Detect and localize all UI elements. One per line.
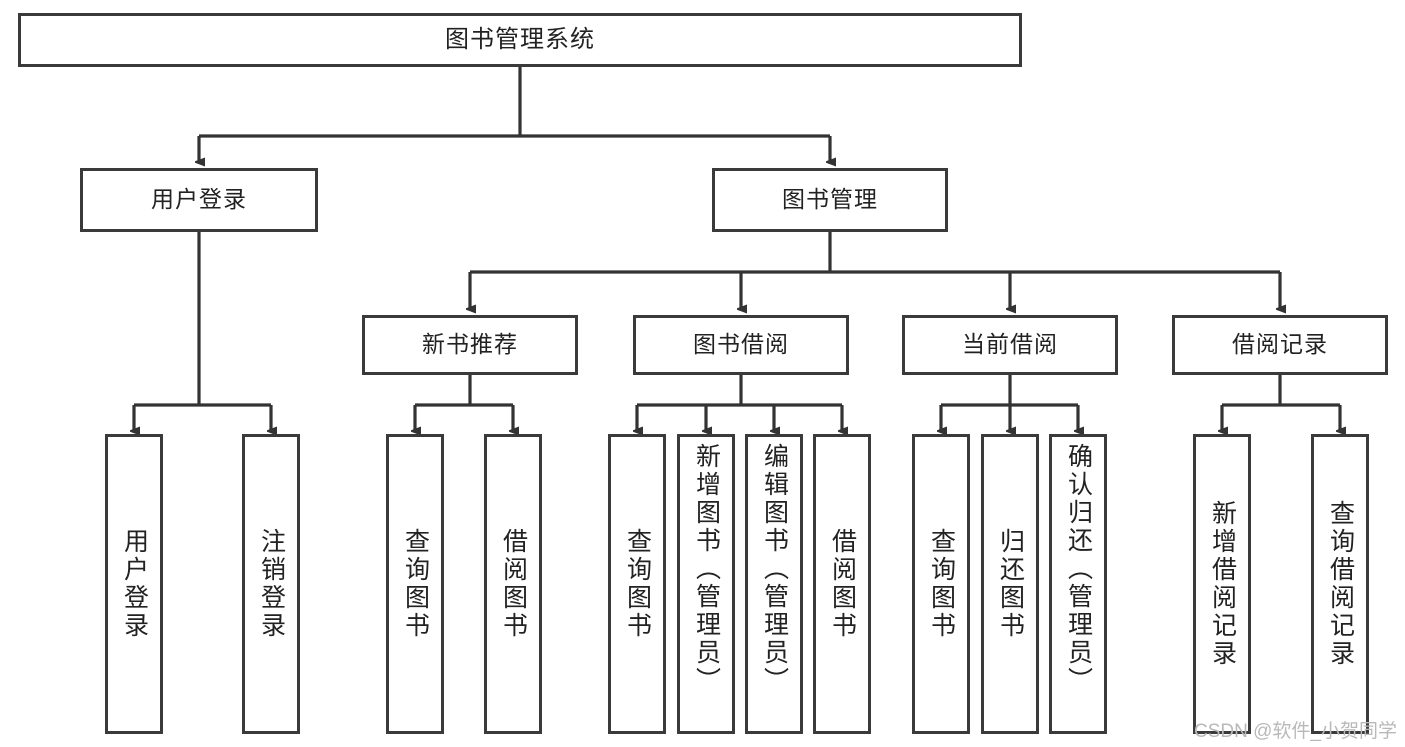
node-current-borrow-label: 当前借阅 [962, 331, 1058, 358]
node-book-borrow-label: 图书借阅 [693, 331, 789, 358]
node-new-book-recommend[interactable]: 新书推荐 [362, 315, 578, 375]
leaf-query-book-2[interactable]: 查询图书 [608, 434, 666, 734]
leaf-return-book[interactable]: 归还图书 [981, 434, 1039, 734]
node-user-login[interactable]: 用户登录 [80, 168, 318, 232]
leaf-query-book-3[interactable]: 查询图书 [912, 434, 970, 734]
leaf-query-book-1-label: 查询图书 [401, 528, 430, 640]
leaf-borrow-book-2-label: 借阅图书 [828, 528, 857, 640]
node-root[interactable]: 图书管理系统 [18, 13, 1022, 67]
leaf-user-logout-label: 注销登录 [257, 528, 286, 640]
leaf-confirm-return[interactable]: 确认归还（管理员） [1049, 434, 1107, 734]
leaf-add-book[interactable]: 新增图书（管理员） [677, 434, 735, 734]
node-root-label: 图书管理系统 [445, 25, 595, 53]
node-book-borrow[interactable]: 图书借阅 [633, 315, 849, 375]
leaf-edit-book-label: 编辑图书（管理员） [760, 443, 789, 695]
node-current-borrow[interactable]: 当前借阅 [902, 315, 1118, 375]
node-new-book-recommend-label: 新书推荐 [422, 331, 518, 358]
node-book-manage[interactable]: 图书管理 [712, 168, 948, 232]
leaf-query-record-label: 查询借阅记录 [1326, 500, 1355, 668]
leaf-query-book-1[interactable]: 查询图书 [386, 434, 444, 734]
leaf-user-logout[interactable]: 注销登录 [242, 434, 300, 734]
node-book-manage-label: 图书管理 [782, 186, 878, 213]
watermark: CSDN @软件_小贺同学 [1194, 721, 1397, 742]
leaf-confirm-return-label: 确认归还（管理员） [1064, 443, 1093, 695]
leaf-add-book-label: 新增图书（管理员） [692, 443, 721, 695]
leaf-query-book-3-label: 查询图书 [927, 528, 956, 640]
leaf-borrow-book-2[interactable]: 借阅图书 [813, 434, 871, 734]
leaf-query-record[interactable]: 查询借阅记录 [1311, 434, 1369, 734]
leaf-query-book-2-label: 查询图书 [623, 528, 652, 640]
leaf-borrow-book-1-label: 借阅图书 [499, 528, 528, 640]
leaf-add-record-label: 新增借阅记录 [1208, 500, 1237, 668]
node-user-login-label: 用户登录 [151, 186, 247, 213]
leaf-return-book-label: 归还图书 [996, 528, 1025, 640]
node-borrow-record[interactable]: 借阅记录 [1172, 315, 1388, 375]
leaf-borrow-book-1[interactable]: 借阅图书 [484, 434, 542, 734]
leaf-edit-book[interactable]: 编辑图书（管理员） [745, 434, 803, 734]
leaf-user-login[interactable]: 用户登录 [105, 434, 163, 734]
leaf-user-login-label: 用户登录 [120, 528, 149, 640]
leaf-add-record[interactable]: 新增借阅记录 [1193, 434, 1251, 734]
node-borrow-record-label: 借阅记录 [1232, 331, 1328, 358]
